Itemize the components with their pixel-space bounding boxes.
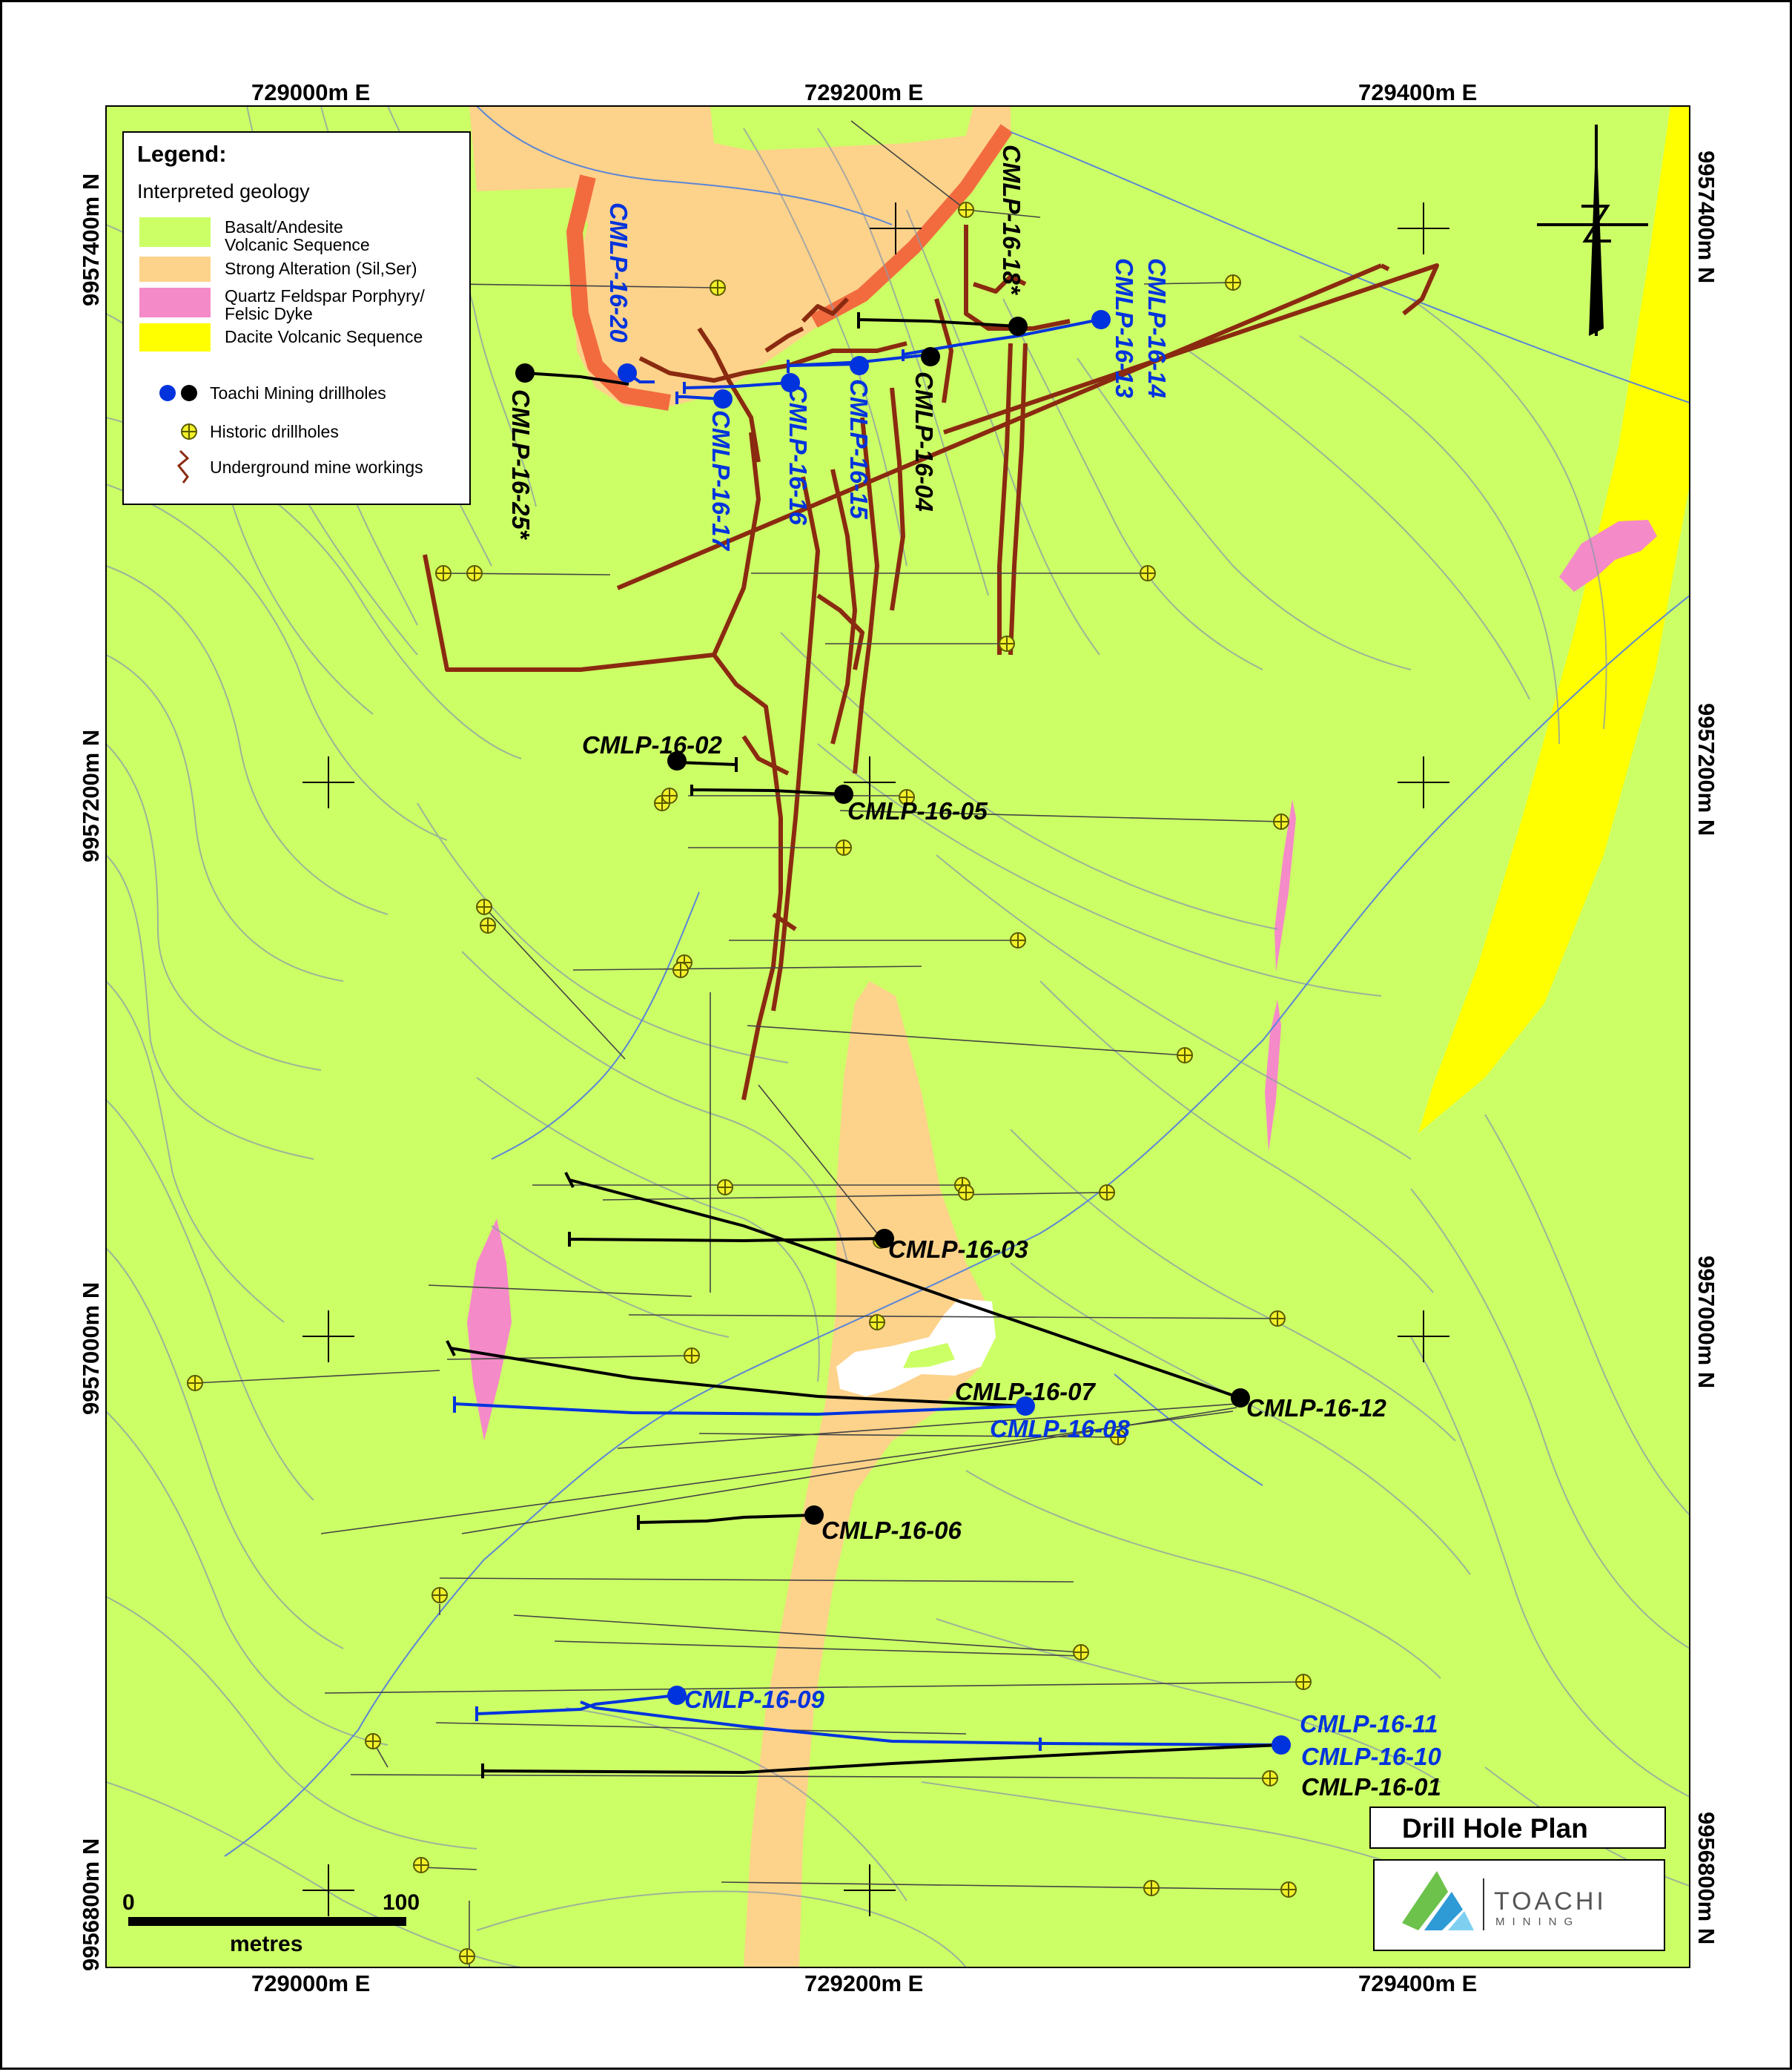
legend-swatch-basalt bbox=[139, 217, 211, 247]
label-cmlp-16-11: CMLP-16-11 bbox=[1300, 1710, 1438, 1738]
label-cmlp-16-14: CMLP-16-14 bbox=[1143, 258, 1171, 398]
porphyry-dyke-east-1 bbox=[1274, 799, 1296, 972]
porphyry-dyke-west bbox=[467, 1218, 512, 1441]
label-cmlp-16-12: CMLP-16-12 bbox=[1246, 1394, 1387, 1422]
label-cmlp-16-04: CMLP-16-04 bbox=[910, 372, 938, 512]
bottom-easting-3: 729400m E bbox=[1358, 1970, 1477, 1996]
basalt-inlier-south bbox=[903, 1343, 955, 1368]
legend-workings-icon bbox=[176, 449, 190, 484]
label-cmlp-16-10: CMLP-16-10 bbox=[1301, 1743, 1442, 1770]
drillhole-labels: CMLP-16-20 CMLP-16-25* CMLP-16-17 CMLP-1… bbox=[507, 145, 1442, 1801]
left-northing-3: 9957000m N bbox=[78, 1282, 104, 1415]
legend-subtitle: Interpreted geology bbox=[137, 180, 310, 202]
label-cmlp-16-15: CMLP-16-15 bbox=[845, 379, 873, 520]
legend-swatch-alteration bbox=[139, 257, 211, 282]
label-cmlp-16-13: CMLP-16-13 bbox=[1111, 258, 1138, 398]
scale-bar: 0 100 metres bbox=[122, 1890, 420, 1956]
top-easting-1: 729000m E bbox=[251, 79, 370, 105]
legend-basalt-line2: Volcanic Sequence bbox=[225, 235, 370, 254]
label-cmlp-16-08: CMLP-16-08 bbox=[990, 1415, 1131, 1442]
historic-drillhole-traces bbox=[194, 120, 1304, 1967]
logo-name: TOACHI bbox=[1494, 1887, 1607, 1916]
label-cmlp-16-09: CMLP-16-09 bbox=[684, 1686, 825, 1713]
porphyry-dyke-ne bbox=[1559, 520, 1657, 592]
legend-title: Legend: bbox=[137, 141, 227, 167]
porphyry-dyke-east-2 bbox=[1265, 1000, 1281, 1152]
coordinate-labels: 729000m E 729200m E 729400m E 729000m E … bbox=[78, 79, 1719, 1996]
unmapped-gap bbox=[836, 1299, 996, 1396]
legend-historic-drillholes: Historic drillholes bbox=[210, 422, 339, 441]
grid-crosses bbox=[302, 202, 1449, 1916]
topographic-contours bbox=[106, 106, 1690, 1967]
legend-blue-collar-icon bbox=[159, 385, 176, 401]
alteration-rim bbox=[566, 174, 671, 411]
scale-zero: 0 bbox=[122, 1890, 135, 1915]
legend-toachi-drillholes: Toachi Mining drillholes bbox=[210, 383, 386, 403]
toachi-drillhole-traces bbox=[446, 312, 1282, 1778]
label-cmlp-16-02: CMLP-16-02 bbox=[582, 731, 723, 759]
right-northing-1: 9957400m N bbox=[1693, 151, 1719, 283]
label-cmlp-16-03: CMLP-16-03 bbox=[888, 1235, 1028, 1263]
map-title: Drill Hole Plan bbox=[1402, 1813, 1588, 1844]
label-cmlp-16-25: CMLP-16-25* bbox=[507, 389, 535, 541]
label-cmlp-16-05: CMLP-16-05 bbox=[847, 797, 988, 825]
label-cmlp-16-06: CMLP-16-06 bbox=[821, 1517, 962, 1544]
toachi-drillholes bbox=[515, 310, 1291, 1755]
map-border bbox=[105, 105, 1690, 1968]
label-cmlp-16-16: CMLP-16-16 bbox=[784, 385, 812, 526]
alteration-rim-east bbox=[810, 124, 1014, 328]
top-easting-3: 729400m E bbox=[1358, 79, 1477, 105]
dacite-unit bbox=[1418, 106, 1690, 1133]
legend-historic-icon bbox=[181, 423, 197, 440]
right-northing-4: 9956800m N bbox=[1693, 1812, 1719, 1944]
label-cmlp-16-07: CMLP-16-07 bbox=[955, 1378, 1097, 1405]
top-easting-2: 729200m E bbox=[804, 79, 923, 105]
legend-black-collar-icon bbox=[181, 385, 197, 401]
basalt-inlier-north bbox=[710, 106, 973, 151]
legend-alteration: Strong Alteration (Sil,Ser) bbox=[225, 259, 417, 278]
right-northing-2: 9957200m N bbox=[1693, 703, 1719, 836]
legend: Legend: Interpreted geology Basalt/Andes… bbox=[122, 131, 471, 505]
legend-porphyry-line2: Felsic Dyke bbox=[225, 304, 313, 323]
scale-max: 100 bbox=[383, 1890, 420, 1915]
toachi-logo: TOACHI MINING bbox=[1373, 1859, 1665, 1951]
label-cmlp-16-18: CMLP-16-18* bbox=[998, 145, 1025, 296]
title-box: Drill Hole Plan bbox=[1369, 1807, 1666, 1849]
left-northing-2: 9957200m N bbox=[78, 730, 104, 862]
north-arrow-icon bbox=[1537, 125, 1648, 336]
right-northing-3: 9957000m N bbox=[1693, 1256, 1719, 1388]
logo-sub: MINING bbox=[1495, 1916, 1580, 1928]
underground-mine-workings bbox=[423, 225, 1439, 1101]
legend-swatch-porphyry bbox=[139, 288, 211, 317]
bottom-easting-1: 729000m E bbox=[251, 1970, 370, 1996]
legend-underground-workings: Underground mine workings bbox=[210, 458, 423, 477]
alteration-zone-south bbox=[744, 981, 988, 1967]
legend-basalt-line1: Basalt/Andesite bbox=[225, 217, 343, 237]
bottom-easting-2: 729200m E bbox=[804, 1970, 923, 1996]
label-cmlp-16-01: CMLP-16-01 bbox=[1301, 1773, 1441, 1801]
left-northing-1: 9957400m N bbox=[78, 174, 104, 306]
label-cmlp-16-20: CMLP-16-20 bbox=[605, 202, 632, 343]
left-northing-4: 9956800m N bbox=[78, 1838, 104, 1971]
map-area: CMLP-16-20 CMLP-16-25* CMLP-16-17 CMLP-1… bbox=[106, 106, 1690, 1967]
label-cmlp-16-17: CMLP-16-17 bbox=[707, 410, 735, 552]
legend-dacite: Dacite Volcanic Sequence bbox=[225, 327, 423, 346]
legend-swatch-dacite bbox=[139, 323, 211, 352]
scale-unit: metres bbox=[230, 1932, 302, 1956]
legend-porphyry-line1: Quartz Feldspar Porphyry/ bbox=[225, 286, 425, 306]
streams bbox=[224, 106, 1690, 1857]
